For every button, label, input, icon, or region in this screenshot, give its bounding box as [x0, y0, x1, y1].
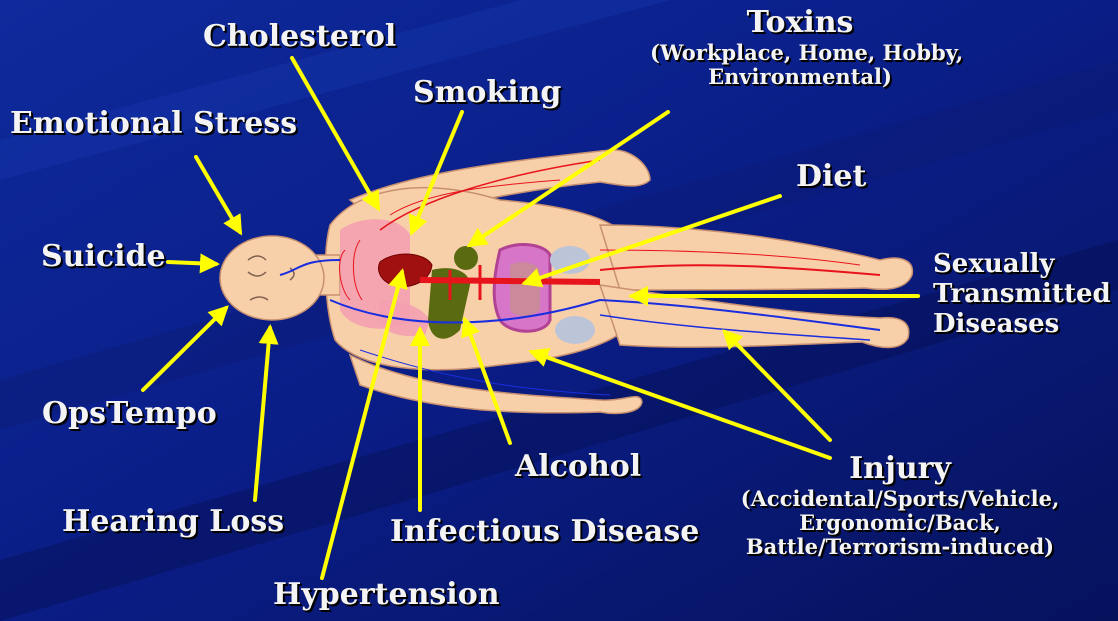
body-head [220, 236, 324, 320]
toxins-line2: Environmental) [650, 65, 950, 89]
injury-title: Injury [715, 452, 1085, 487]
injury-line3: Battle/Terrorism-induced) [715, 535, 1085, 559]
std-line1: Sexually [933, 250, 1111, 280]
toxins-title: Toxins [650, 6, 950, 41]
label-toxins: Toxins (Workplace, Home, Hobby, Environm… [650, 6, 950, 89]
label-opstempo: OpsTempo [42, 397, 217, 432]
toxins-line1: (Workplace, Home, Hobby, [650, 41, 950, 65]
injury-line1: (Accidental/Sports/Vehicle, [715, 487, 1085, 511]
label-injury: Injury (Accidental/Sports/Vehicle, Ergon… [715, 452, 1085, 559]
label-emotional-stress: Emotional Stress [10, 107, 297, 142]
label-suicide: Suicide [41, 240, 166, 275]
injury-line2: Ergonomic/Back, [715, 511, 1085, 535]
label-hearing-loss: Hearing Loss [62, 505, 284, 540]
label-alcohol: Alcohol [515, 450, 641, 485]
label-cholesterol: Cholesterol [203, 20, 396, 55]
label-smoking: Smoking [413, 76, 561, 111]
std-line2: Transmitted [933, 280, 1111, 310]
stomach [454, 246, 478, 270]
label-std: Sexually Transmitted Diseases [933, 250, 1111, 340]
label-hypertension: Hypertension [273, 578, 500, 613]
std-line3: Diseases [933, 310, 1111, 340]
artery-aorta [420, 280, 600, 282]
label-diet: Diet [796, 160, 866, 195]
label-infectious-disease: Infectious Disease [390, 515, 699, 550]
arrow-suicide [168, 262, 216, 264]
